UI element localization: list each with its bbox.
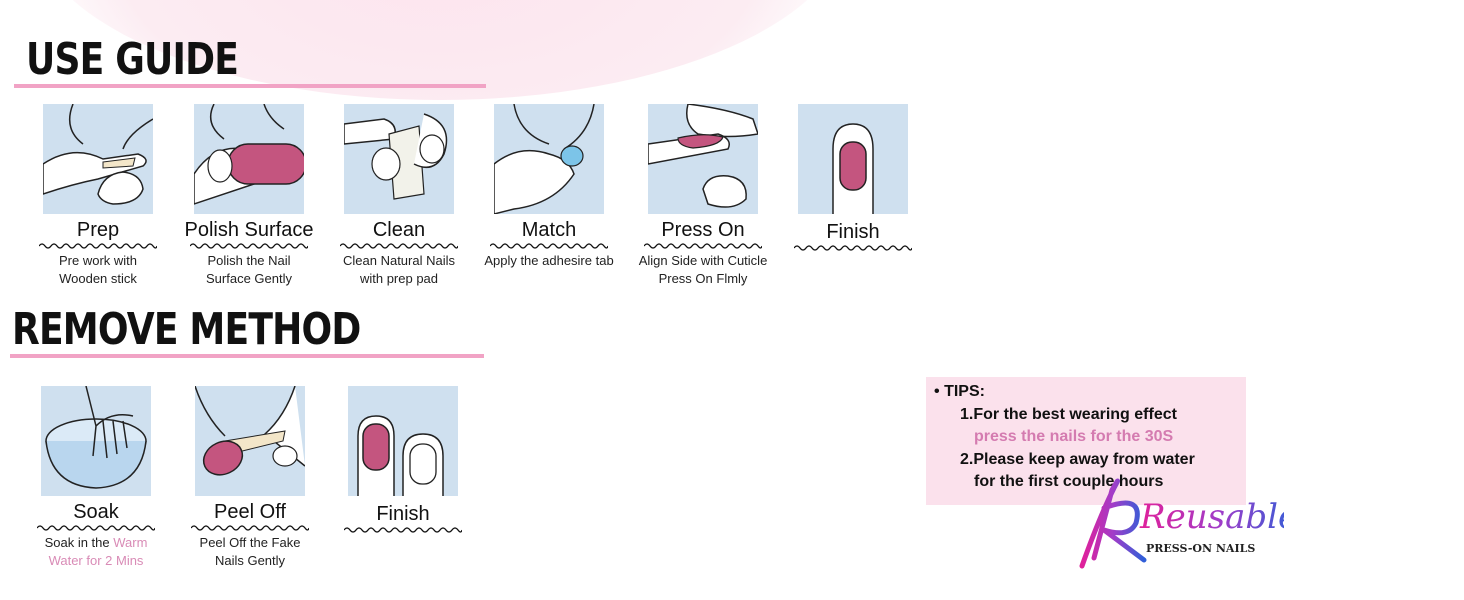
peel-off-illustration bbox=[195, 386, 305, 496]
wavy-underline bbox=[794, 245, 912, 251]
step-desc-line-1: Clean Natural Nails bbox=[343, 253, 455, 268]
step-title: Finish bbox=[376, 503, 430, 525]
clean-illustration bbox=[344, 104, 454, 214]
press-on-illustration bbox=[648, 104, 758, 214]
step-clean: Clean Clean Natural Nails with prep pad bbox=[334, 104, 464, 288]
logo-script: Reusable bbox=[1139, 497, 1284, 537]
finish-illustration bbox=[798, 104, 908, 214]
step-desc-line-2: Wooden stick bbox=[59, 271, 137, 286]
reusable-press-on-nails-logo: Reusable PRESS-ON NAILS bbox=[1079, 478, 1284, 569]
step-title: Polish Surface bbox=[184, 219, 314, 241]
wavy-underline bbox=[39, 243, 157, 249]
tips-line-3: 2.Please keep away from water bbox=[960, 450, 1195, 468]
desc-highlight: Warm bbox=[113, 535, 148, 550]
step-peel-off: Peel Off Peel Off the Fake Nails Gently bbox=[185, 386, 315, 570]
step-desc-line-1: Apply the adhesire tab bbox=[484, 253, 614, 268]
tips-line-1: 1.For the best wearing effect bbox=[960, 405, 1177, 423]
step-title: Clean bbox=[372, 219, 426, 241]
step-desc-line-2: Press On Flmly bbox=[658, 271, 748, 286]
step-title: Soak bbox=[73, 501, 119, 523]
step-title: Finish bbox=[826, 221, 880, 243]
step-desc-line-2: Nails Gently bbox=[214, 553, 286, 568]
desc-text: Soak in the bbox=[44, 535, 114, 550]
tips-heading: • TIPS: bbox=[934, 381, 1238, 404]
use-guide-underline bbox=[14, 84, 486, 88]
step-desc-line-1: Polish the Nail bbox=[207, 253, 291, 268]
step-soak: Soak Soak in the Warm Water for 2 Mins bbox=[31, 386, 161, 570]
wavy-underline bbox=[191, 525, 309, 531]
step-desc-line-2: Water for 2 Mins bbox=[48, 553, 144, 568]
tips-line-2: press the nails for the 30S bbox=[974, 428, 1174, 445]
step-desc-line-1: Peel Off the Fake bbox=[199, 535, 301, 550]
tips-box: • TIPS: 1.For the best wearing effect pr… bbox=[926, 377, 1246, 505]
match-illustration bbox=[494, 104, 604, 214]
remove-method-title: REMOVE METHOD bbox=[12, 304, 361, 355]
step-title: Press On bbox=[661, 219, 745, 241]
step-press-on: Press On Align Side with Cuticle Press O… bbox=[638, 104, 768, 288]
step-polish-surface: Polish Surface Polish the Nail Surface G… bbox=[184, 104, 314, 288]
wavy-underline bbox=[344, 527, 462, 533]
remove-method-underline bbox=[10, 354, 484, 358]
prep-illustration bbox=[43, 104, 153, 214]
step-desc-line-2: with prep pad bbox=[359, 271, 439, 286]
step-title: Match bbox=[521, 219, 577, 241]
step-prep: Prep Pre work with Wooden stick bbox=[33, 104, 163, 288]
wavy-underline bbox=[490, 243, 608, 249]
wavy-underline bbox=[644, 243, 762, 249]
polish-illustration bbox=[194, 104, 304, 214]
step-desc-line-1: Pre work with bbox=[58, 253, 138, 268]
use-guide-title: USE GUIDE bbox=[26, 34, 239, 85]
step-desc-line-1: Soak in the Warm bbox=[31, 534, 161, 552]
step-match: Match Apply the adhesire tab bbox=[484, 104, 614, 270]
logo-sub: PRESS-ON NAILS bbox=[1146, 542, 1255, 555]
tips-heading-text: TIPS: bbox=[944, 383, 985, 400]
step-desc-line-1: Align Side with Cuticle bbox=[638, 253, 768, 268]
step-finish: Finish bbox=[788, 104, 918, 252]
wavy-underline bbox=[190, 243, 308, 249]
wavy-underline bbox=[340, 243, 458, 249]
remove-finish-illustration bbox=[348, 386, 458, 496]
step-remove-finish: Finish bbox=[338, 386, 468, 534]
step-title: Peel Off bbox=[214, 501, 286, 523]
wavy-underline bbox=[37, 525, 155, 531]
step-desc-line-2: Surface Gently bbox=[206, 271, 292, 286]
step-title: Prep bbox=[76, 219, 120, 241]
bullet: • bbox=[934, 383, 940, 400]
soak-illustration bbox=[41, 386, 151, 496]
